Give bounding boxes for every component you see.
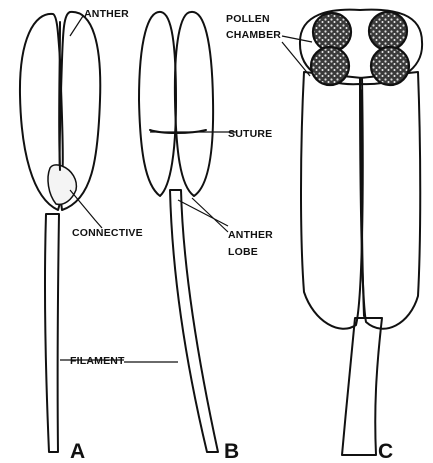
label-suture: SUTURE xyxy=(228,128,272,140)
anther-b-lobe-right xyxy=(175,12,213,196)
label-anther-lobe-line1: ANTHER xyxy=(228,229,273,241)
filament-c xyxy=(342,318,382,455)
label-anther-lobe-line2: LOBE xyxy=(228,246,258,258)
panel-label-c: C xyxy=(378,440,393,463)
filament-b xyxy=(170,190,218,452)
label-filament: FILAMENT xyxy=(70,355,125,367)
pollen-chamber-bottom-right xyxy=(371,47,409,85)
panel-label-b: B xyxy=(224,440,239,463)
figure-b-drawing xyxy=(139,12,218,452)
anther-c-lobe-left xyxy=(301,72,363,329)
label-pollen-line1: POLLEN xyxy=(226,13,270,25)
panel-label-a: A xyxy=(70,440,85,463)
pollen-chamber-bottom-left xyxy=(311,47,349,85)
anther-b-lobe-left xyxy=(139,12,176,196)
figure-c-drawing xyxy=(300,10,422,455)
label-anther: ANTHER xyxy=(84,8,129,20)
pollen-chamber-top-right xyxy=(369,12,407,50)
anther-c-lobe-right xyxy=(360,72,420,329)
pollen-chamber-top-left xyxy=(313,13,351,51)
anther-a-connective-area xyxy=(48,165,76,204)
label-connective: CONNECTIVE xyxy=(72,227,143,239)
label-pollen-line2: CHAMBER xyxy=(226,29,281,41)
filament-a xyxy=(45,214,59,452)
leader-lines xyxy=(60,16,312,362)
